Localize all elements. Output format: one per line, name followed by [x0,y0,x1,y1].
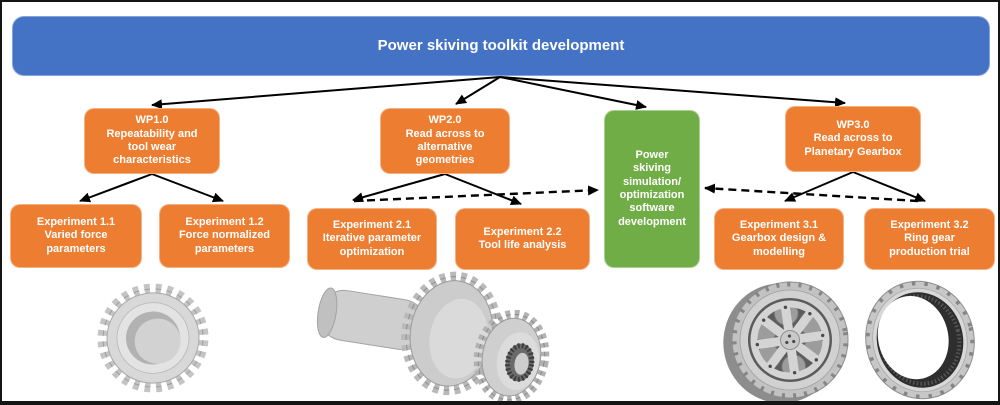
root-node-label: Power skiving toolkit development [377,36,625,54]
node-experiment-3-2-label: Experiment 3.2 Ring gear production tria… [889,218,970,258]
node-wp3: WP3.0 Read across to Planetary Gearbox [785,106,921,172]
node-experiment-1-2: Experiment 1.2 Force normalized paramete… [159,204,290,268]
node-wp1: WP1.0 Repeatability and tool wear charac… [84,108,220,174]
planetary-gearbox-image [723,281,849,401]
node-experiment-1-2-label: Experiment 1.2 Force normalized paramete… [178,215,271,255]
node-experiment-1-1: Experiment 1.1 Varied force parameters [10,204,142,268]
node-experiment-3-1-label: Experiment 3.1 Gearbox design & modellin… [731,218,827,258]
node-experiment-3-1: Experiment 3.1 Gearbox design & modellin… [714,208,844,270]
node-experiment-3-2: Experiment 3.2 Ring gear production tria… [864,208,995,270]
cluster-gear-shaft-image [316,271,550,401]
spur-gear-image [97,283,209,393]
node-wp1-label: WP1.0 Repeatability and tool wear charac… [106,114,198,167]
ring-gear-image [865,280,975,400]
node-wp3-label: WP3.0 Read across to Planetary Gearbox [804,118,902,158]
node-software-label: Power skiving simulation/ optimization s… [618,148,686,228]
node-wp2: WP2.0 Read across to alternative geometr… [380,108,510,174]
node-experiment-2-1: Experiment 2.1 Iterative parameter optim… [307,208,437,270]
node-experiment-2-1-label: Experiment 2.1 Iterative parameter optim… [322,218,422,258]
node-wp2-label: WP2.0 Read across to alternative geometr… [405,114,485,167]
node-experiment-2-2: Experiment 2.2 Tool life analysis [455,208,590,270]
node-experiment-1-1-label: Experiment 1.1 Varied force parameters [36,215,116,255]
root-node-toolkit-development: Power skiving toolkit development [12,16,990,76]
node-software-development: Power skiving simulation/ optimization s… [604,110,700,268]
node-experiment-2-2-label: Experiment 2.2 Tool life analysis [478,225,567,251]
